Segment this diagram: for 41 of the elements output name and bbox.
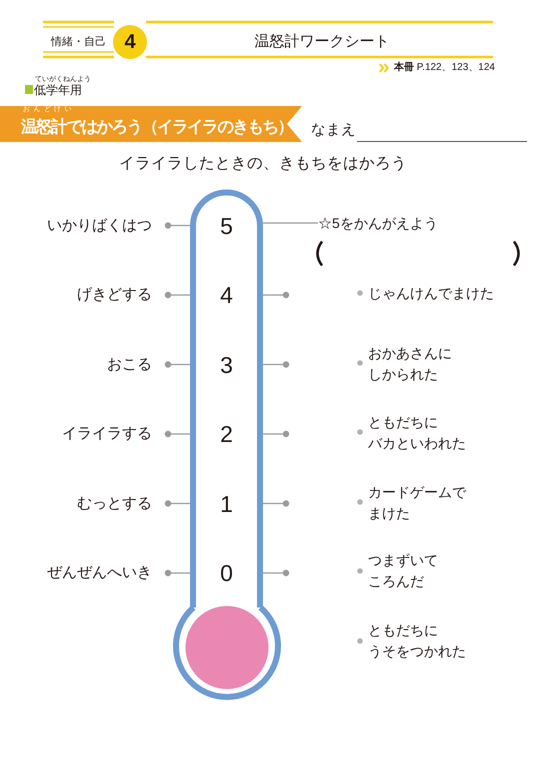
scale-number: 3: [206, 350, 246, 380]
banner-title: 温怒計ではかろう（イライラのきもち）: [21, 116, 293, 138]
level-label: げきどする: [77, 285, 168, 305]
connector-line: [263, 292, 290, 298]
level-label: ぜんぜんへいき: [47, 563, 168, 583]
connector-line: [164, 570, 190, 576]
situation-text: ともだちにうそをつかれた: [368, 621, 466, 661]
instruction-text: イライラしたときの、きもちをはかろう: [119, 154, 407, 174]
level-label: いかりばくはつ: [47, 216, 168, 236]
connector-line: [164, 500, 190, 507]
scale-number: 4: [206, 280, 246, 310]
connector-line: [263, 361, 290, 368]
connector-line: [164, 222, 190, 229]
scale-number: 2: [206, 419, 246, 449]
level-label: むっとする: [77, 494, 168, 514]
connector-line: [263, 500, 290, 507]
prompt-text: ☆5をかんがえよう: [318, 213, 438, 233]
scale-number: 0: [206, 558, 246, 588]
page-reference: 本冊 P.122、123、124: [394, 61, 495, 75]
situation-text: カードゲームでまけた: [368, 483, 466, 523]
scale-number: 5: [206, 210, 246, 240]
section-label: 情緒・自己: [51, 34, 106, 50]
connector-line: [164, 292, 190, 298]
grade-label: 低学年用: [34, 82, 82, 98]
situation-text: つまずいてころんだ: [368, 551, 438, 591]
thermometer-tube: [190, 189, 263, 608]
name-label: なまえ: [311, 121, 356, 140]
connector-line: [263, 222, 318, 224]
situation-text: じゃんけんでまけた: [368, 284, 494, 303]
level-label: おこる: [107, 354, 168, 374]
connector-line: [263, 570, 290, 576]
connector-line: [164, 361, 190, 368]
worksheet-title: 温怒計ワークシート: [254, 32, 390, 52]
situation-text: おかあさんにしかられた: [368, 344, 452, 384]
situation-text: ともだちにバカといわれた: [368, 413, 466, 453]
level-label: イライラする: [62, 424, 168, 444]
title-banner: [0, 106, 302, 142]
connector-line: [164, 430, 190, 438]
scale-number: 1: [206, 488, 246, 518]
connector-line: [263, 430, 290, 438]
number-badge: 4: [113, 25, 147, 59]
